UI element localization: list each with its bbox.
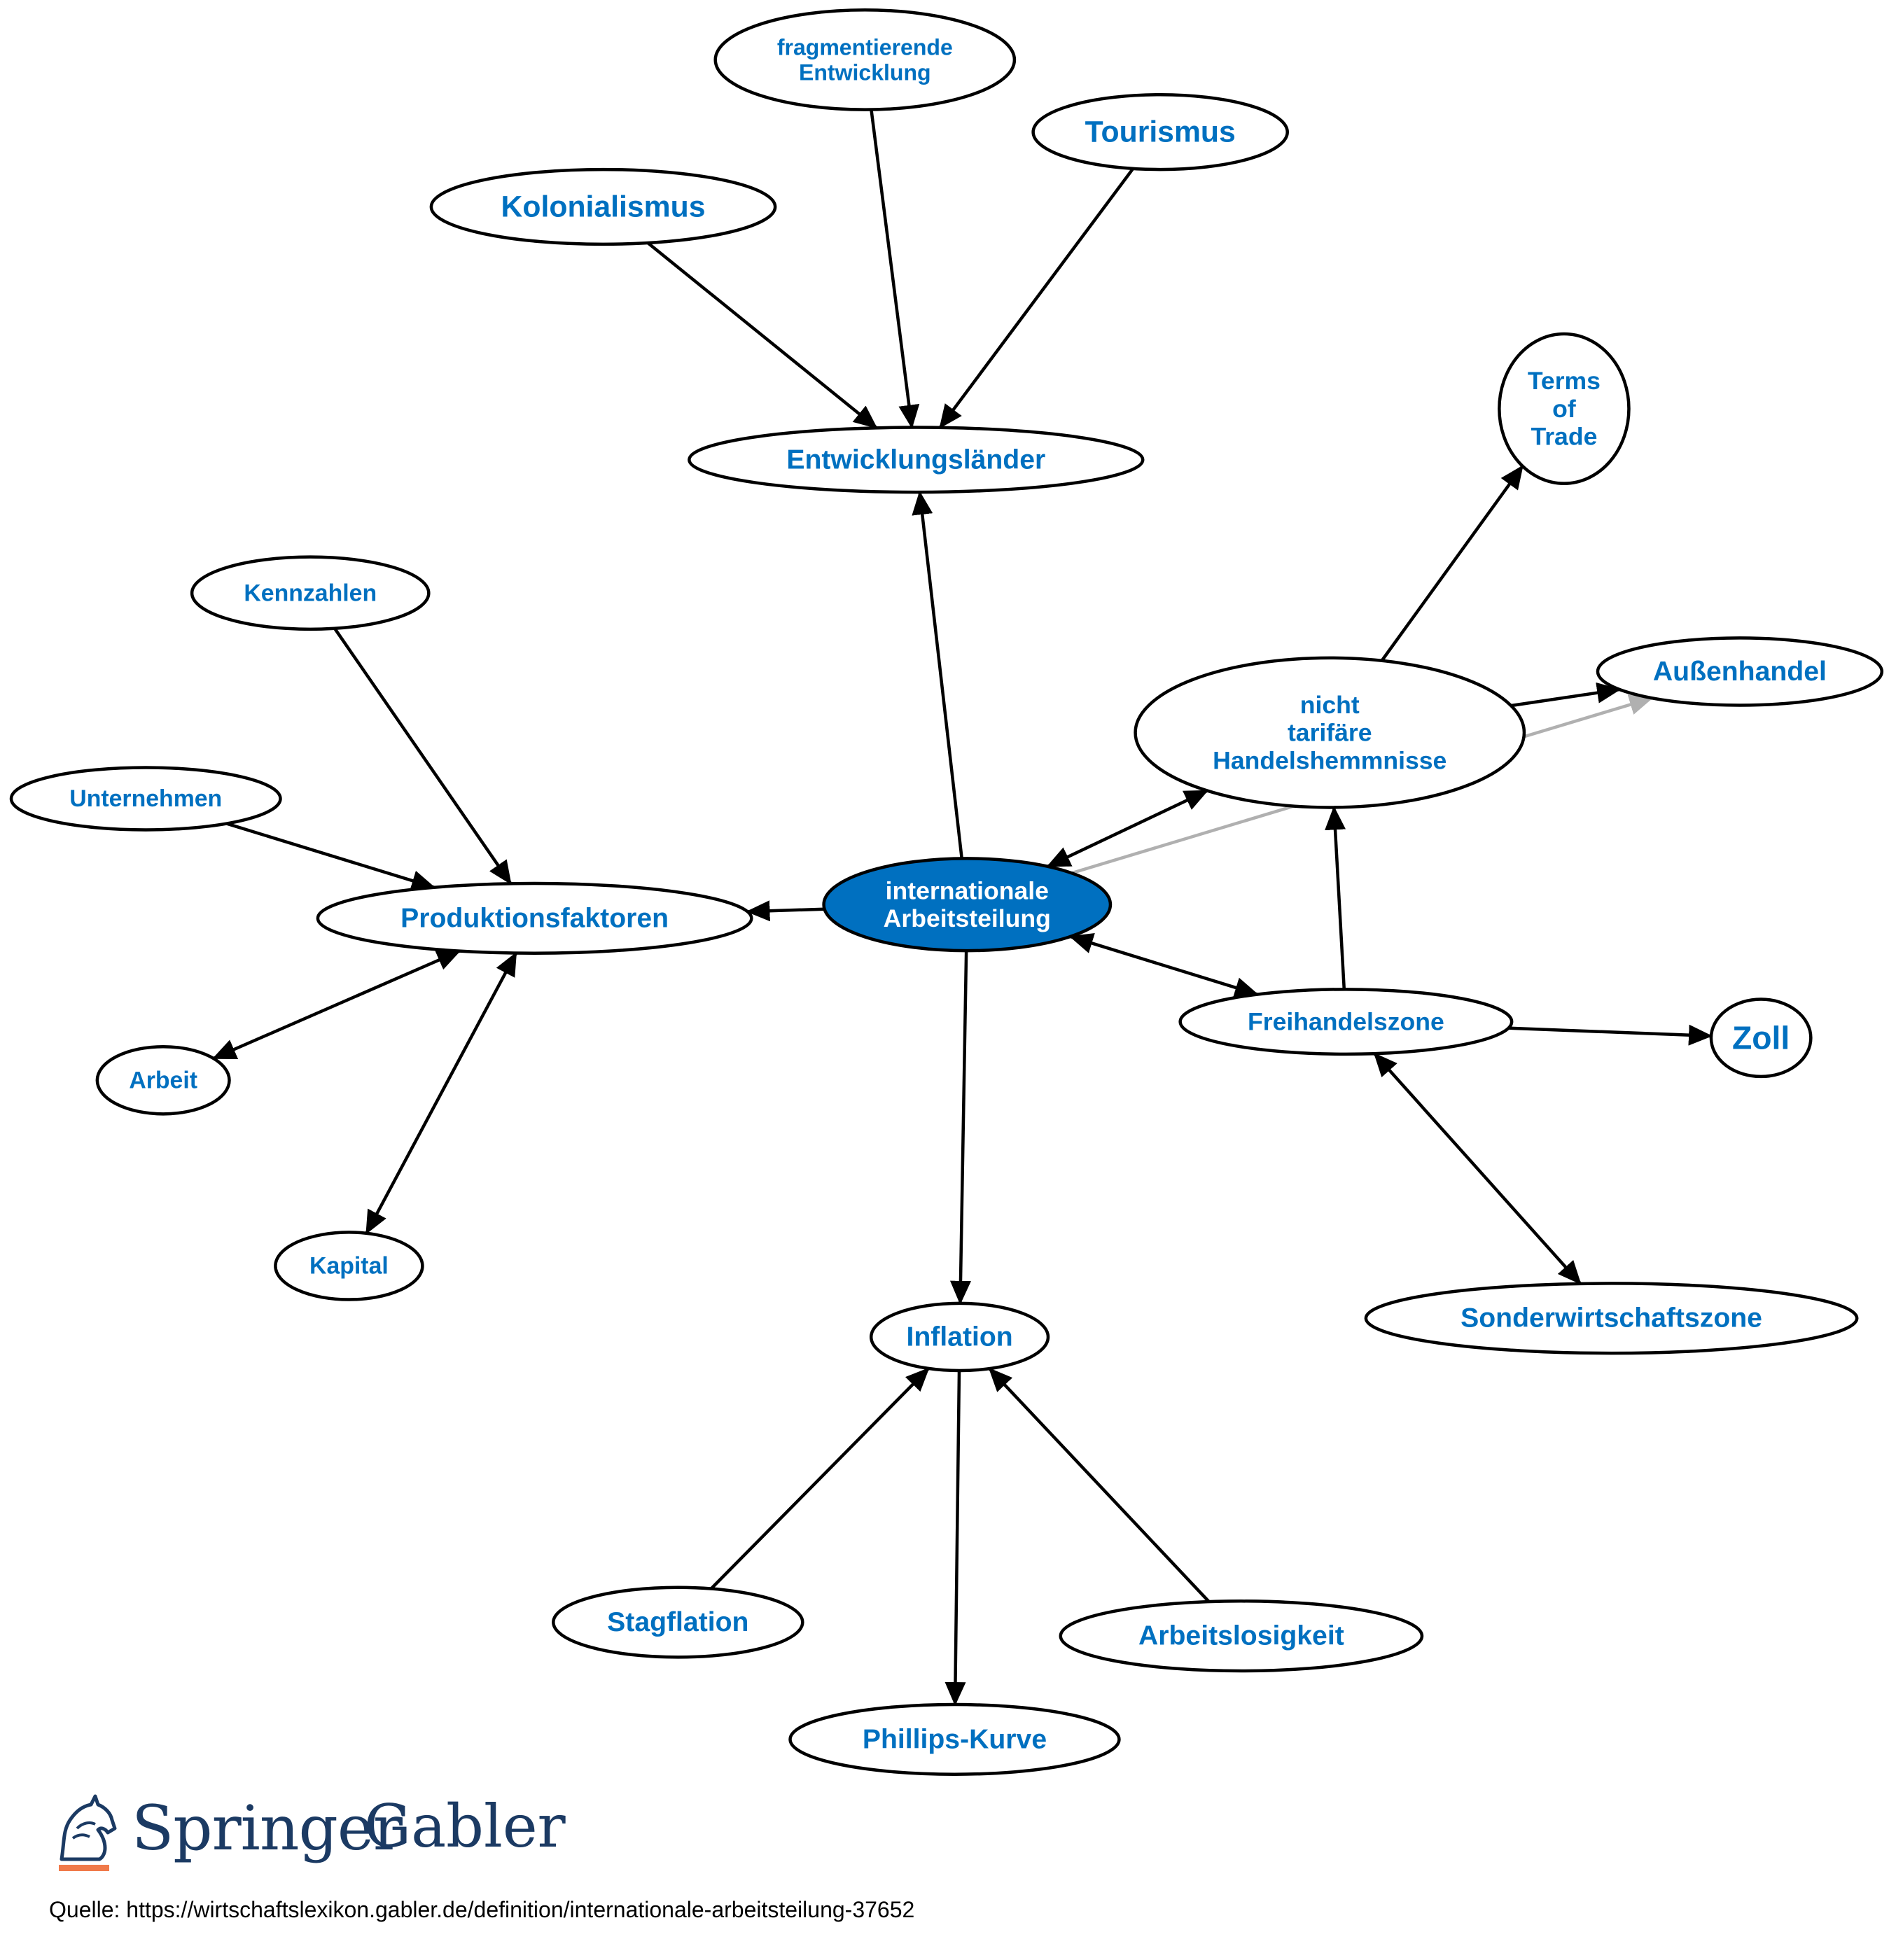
node-phillips-shape[interactable] <box>788 1702 1121 1776</box>
edge-kolonialismus-to-entwicklungslaender <box>646 241 878 429</box>
node-nicht_tarif-label: nicht <box>1300 691 1360 719</box>
node-produktionsfaktoren[interactable]: Produktionsfaktoren <box>316 881 753 955</box>
node-kolonialismus[interactable]: Kolonialismus <box>429 167 777 246</box>
node-aussenhandel-shape[interactable] <box>1596 636 1884 707</box>
node-stagflation[interactable]: Stagflation <box>552 1586 804 1659</box>
edge-center-to-entwicklungslaender <box>912 491 963 859</box>
node-kennzahlen-label: Kennzahlen <box>244 580 377 606</box>
node-arbeit-label: Arbeit <box>129 1067 197 1093</box>
node-unternehmen-label: Unternehmen <box>69 785 222 812</box>
logo-springer-text: Springer <box>132 1792 403 1864</box>
node-nicht_tarif-label: Handelshemmnisse <box>1213 747 1447 775</box>
node-phillips-label: Phillips-Kurve <box>863 1724 1047 1754</box>
node-kennzahlen-shape[interactable] <box>190 555 431 631</box>
node-arbeit-shape[interactable] <box>95 1044 231 1116</box>
edge-kennzahlen-to-produktionsfaktoren <box>333 627 513 885</box>
node-stagflation-shape[interactable] <box>552 1586 804 1659</box>
node-fragmentierende-label: fragmentierende <box>777 34 953 59</box>
node-center-label: internationale <box>886 876 1049 904</box>
node-terms-shape[interactable] <box>1498 332 1631 485</box>
node-fragmentierende-label: Entwicklung <box>799 59 931 85</box>
node-kapital-shape[interactable] <box>274 1231 424 1301</box>
edge-inflation-to-phillips <box>944 1370 966 1707</box>
edge-center-to-nicht_tarif <box>1046 789 1209 868</box>
node-sonderwirtschaftszone[interactable]: Sonderwirtschaftszone <box>1364 1282 1859 1355</box>
edge-freihandelszone-to-sonderwirtschaftszone <box>1373 1052 1582 1285</box>
node-sonderwirtschaftszone-shape[interactable] <box>1364 1282 1859 1355</box>
edges-layer <box>212 109 1713 1707</box>
node-zoll[interactable]: Zoll <box>1709 997 1813 1079</box>
springer-gabler-logo: Springer Gabler <box>49 1792 566 1876</box>
edge-tourismus-to-entwicklungslaender <box>938 167 1135 429</box>
edge-unternehmen-to-produktionsfaktoren <box>226 822 435 891</box>
edge-nicht_tarif-to-terms <box>1380 465 1524 662</box>
node-nicht_tarif-label: tarifäre <box>1288 719 1372 747</box>
node-center-shape[interactable] <box>822 857 1113 953</box>
node-freihandelszone-shape[interactable] <box>1178 988 1514 1056</box>
edge-center-to-inflation <box>949 951 971 1305</box>
node-kolonialismus-shape[interactable] <box>429 167 777 246</box>
node-arbeitslosigkeit-label: Arbeitslosigkeit <box>1138 1621 1344 1651</box>
node-aussenhandel-label: Außenhandel <box>1653 657 1827 687</box>
node-fragmentierende-shape[interactable] <box>713 8 1017 111</box>
node-sonderwirtschaftszone-label: Sonderwirtschaftszone <box>1461 1303 1762 1334</box>
node-aussenhandel[interactable]: Außenhandel <box>1596 636 1884 707</box>
logo-gabler-text: Gabler <box>364 1792 566 1861</box>
node-terms-label: of <box>1552 395 1576 423</box>
edge-produktionsfaktoren-to-kapital <box>365 951 518 1235</box>
node-tourismus-label: Tourismus <box>1085 115 1236 149</box>
node-inflation[interactable]: Inflation <box>869 1301 1050 1373</box>
node-tourismus-shape[interactable] <box>1031 93 1289 172</box>
edge-freihandelszone-to-nicht_tarif <box>1325 806 1346 990</box>
edge-fragmentierende-to-entwicklungslaender <box>870 109 920 429</box>
node-stagflation-label: Stagflation <box>607 1607 748 1637</box>
node-terms-label: Terms <box>1528 367 1601 395</box>
node-arbeitslosigkeit[interactable]: Arbeitslosigkeit <box>1059 1600 1424 1673</box>
node-inflation-shape[interactable] <box>869 1301 1050 1373</box>
node-unternehmen[interactable]: Unternehmen <box>9 766 282 832</box>
node-kapital-label: Kapital <box>309 1252 389 1279</box>
node-arbeit[interactable]: Arbeit <box>95 1044 231 1116</box>
node-terms-label: Trade <box>1531 423 1597 451</box>
edge-center-to-freihandelszone <box>1068 933 1259 998</box>
edge-freihandelszone-to-zoll <box>1508 1024 1713 1046</box>
node-unternehmen-shape[interactable] <box>9 766 282 832</box>
knight-chess-piece-icon <box>59 1794 117 1871</box>
node-kennzahlen[interactable]: Kennzahlen <box>190 555 431 631</box>
node-zoll-shape[interactable] <box>1709 997 1813 1079</box>
source-citation: Quelle: https://wirtschaftslexikon.gable… <box>49 1897 915 1922</box>
node-produktionsfaktoren-label: Produktionsfaktoren <box>400 903 669 933</box>
edge-center-to-produktionsfaktoren <box>746 900 825 922</box>
node-arbeitslosigkeit-shape[interactable] <box>1059 1600 1424 1673</box>
node-kolonialismus-label: Kolonialismus <box>501 190 706 223</box>
node-center-label: Arbeitsteilung <box>884 904 1051 932</box>
node-freihandelszone[interactable]: Freihandelszone <box>1178 988 1514 1056</box>
node-entwicklungslaender-shape[interactable] <box>688 426 1145 494</box>
node-tourismus[interactable]: Tourismus <box>1031 93 1289 172</box>
edge-produktionsfaktoren-to-arbeit <box>212 949 461 1060</box>
node-freihandelszone-label: Freihandelszone <box>1248 1008 1444 1036</box>
node-phillips[interactable]: Phillips-Kurve <box>788 1702 1121 1776</box>
edge-arbeitslosigkeit-to-inflation <box>988 1367 1211 1603</box>
edge-nicht_tarif-to-aussenhandel <box>1510 682 1622 708</box>
node-entwicklungslaender[interactable]: Entwicklungsländer <box>688 426 1145 494</box>
node-kapital[interactable]: Kapital <box>274 1231 424 1301</box>
node-entwicklungslaender-label: Entwicklungsländer <box>786 444 1045 475</box>
node-inflation-label: Inflation <box>906 1322 1012 1352</box>
node-produktionsfaktoren-shape[interactable] <box>316 881 753 955</box>
node-zoll-label: Zoll <box>1732 1020 1790 1056</box>
edge-stagflation-to-inflation <box>710 1367 930 1590</box>
node-nicht_tarif-shape[interactable] <box>1134 656 1526 809</box>
